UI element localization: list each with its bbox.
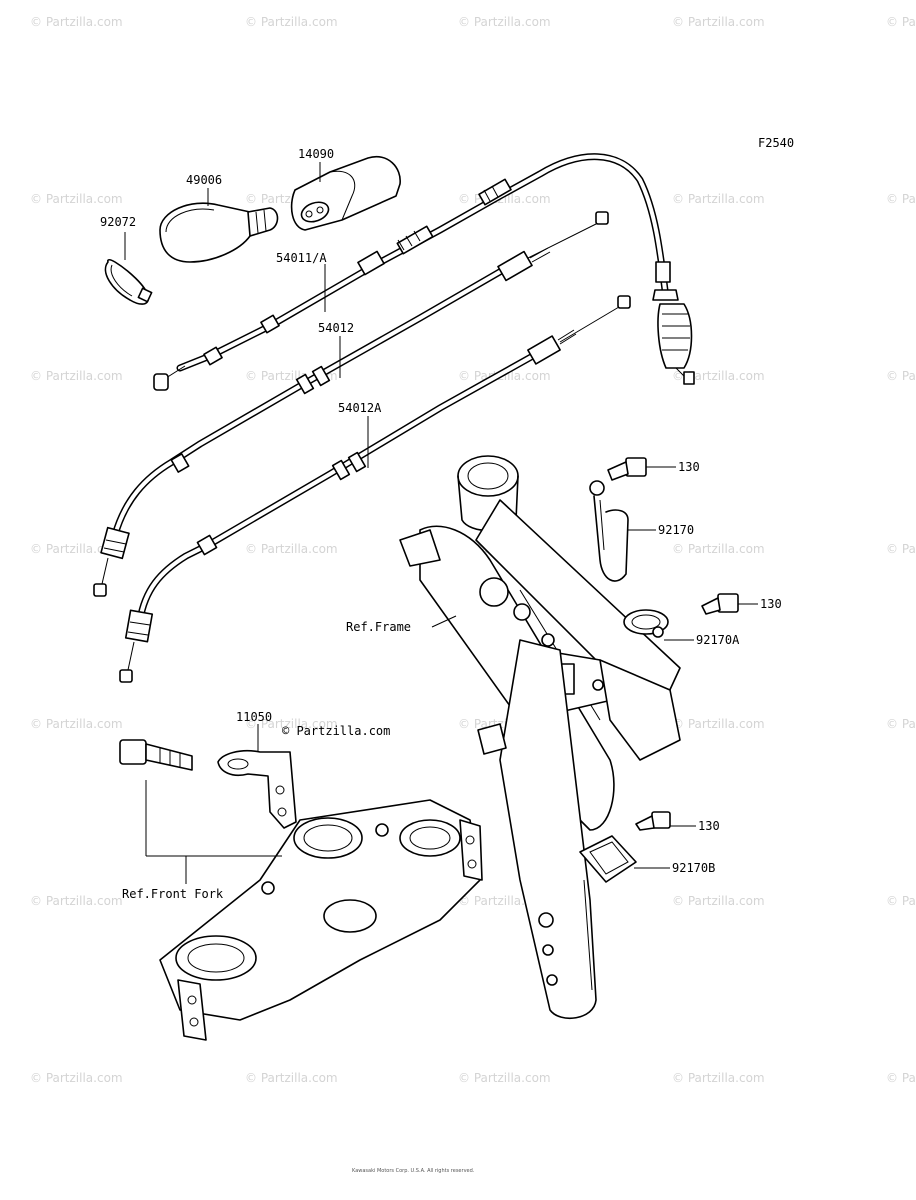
watermark-text: © Partzilla.com bbox=[458, 1071, 551, 1085]
watermark-text: © Partzilla.com bbox=[30, 1071, 123, 1085]
watermark-text: © Partzilla.com bbox=[30, 542, 123, 556]
watermark-text: © Partzilla.com bbox=[30, 894, 123, 908]
label-92170B: 92170B bbox=[672, 861, 715, 875]
label-130-bottom: 130 bbox=[698, 819, 720, 833]
clamp-92170-drawing bbox=[589, 480, 656, 582]
label-14090: 14090 bbox=[298, 147, 334, 161]
watermark-text: © Partzilla.com bbox=[245, 542, 338, 556]
watermark-text: © Partzilla.com bbox=[245, 717, 338, 731]
bolt-130-mid-drawing bbox=[701, 593, 758, 615]
label-92170A: 92170A bbox=[696, 633, 740, 647]
label-11050: 11050 bbox=[236, 710, 272, 724]
watermark-text: © Partzilla.com bbox=[672, 15, 765, 29]
label-130-top: 130 bbox=[678, 460, 700, 474]
watermark-text: © Partzilla.com bbox=[245, 1071, 338, 1085]
front-fork-leaders bbox=[145, 780, 282, 884]
bolt-130-top-drawing bbox=[607, 457, 676, 481]
watermark-text: © Partzilla.com bbox=[886, 894, 916, 908]
watermark-text: © Partzilla.com bbox=[672, 369, 765, 383]
watermark-text: © Partzilla.com bbox=[30, 15, 123, 29]
watermark-text: © Partzilla.com bbox=[672, 192, 765, 206]
label-54011A: 54011/A bbox=[276, 251, 327, 265]
bracket-11050-drawing bbox=[217, 724, 297, 829]
watermark-text: © Partzilla.com bbox=[672, 894, 765, 908]
boot-49006-drawing bbox=[159, 188, 279, 263]
watermark-text: © Partzilla.com bbox=[245, 15, 338, 29]
diagram-code: F2540 bbox=[758, 136, 794, 150]
watermark-text: © Partzilla.com bbox=[30, 192, 123, 206]
watermark-text: © Partzilla.com bbox=[886, 1071, 916, 1085]
partzilla-stamp: © Partzilla.com bbox=[282, 724, 390, 738]
label-49006: 49006 bbox=[186, 173, 222, 187]
label-54012: 54012 bbox=[318, 321, 354, 335]
watermark-text: © Partzilla.com bbox=[672, 717, 765, 731]
frame-drawing bbox=[399, 455, 681, 1019]
watermark-text: © Partzilla.com bbox=[30, 369, 123, 383]
cable-54012-drawing bbox=[93, 211, 609, 597]
bolt-130-bottom-drawing bbox=[635, 811, 696, 831]
label-92170: 92170 bbox=[658, 523, 694, 537]
label-54012A: 54012A bbox=[338, 401, 382, 415]
watermark-text: © Partzilla.com bbox=[30, 717, 123, 731]
label-130-mid: 130 bbox=[760, 597, 782, 611]
watermark-text: © Partzilla.com bbox=[886, 192, 916, 206]
front-fork-drawing bbox=[159, 799, 483, 1041]
label-ref-frame: Ref.Frame bbox=[346, 620, 411, 634]
watermark-text: © Partzilla.com bbox=[886, 15, 916, 29]
cover-14090-drawing bbox=[290, 155, 401, 231]
watermark-text: © Partzilla.com bbox=[886, 542, 916, 556]
watermark-grid: © Partzilla.com© Partzilla.com© Partzill… bbox=[30, 15, 916, 1085]
copyright-line-1: Kawasaki Motors Corp. U.S.A. All rights … bbox=[352, 1168, 475, 1174]
clamp-92170B-drawing bbox=[579, 835, 670, 883]
watermark-text: © Partzilla.com bbox=[672, 542, 765, 556]
cable-54012A-drawing bbox=[119, 295, 631, 683]
label-92072: 92072 bbox=[100, 215, 136, 229]
label-ref-front-fork: Ref.Front Fork bbox=[122, 887, 224, 901]
band-92072-drawing bbox=[104, 232, 153, 305]
watermark-text: © Partzilla.com bbox=[886, 369, 916, 383]
watermark-text: © Partzilla.com bbox=[886, 717, 916, 731]
bracket-bolt-drawing bbox=[119, 739, 193, 771]
watermark-text: © Partzilla.com bbox=[458, 15, 551, 29]
cable-54011A-drawing bbox=[153, 153, 695, 391]
watermark-text: © Partzilla.com bbox=[672, 1071, 765, 1085]
clamp-92170A-drawing bbox=[623, 609, 694, 641]
